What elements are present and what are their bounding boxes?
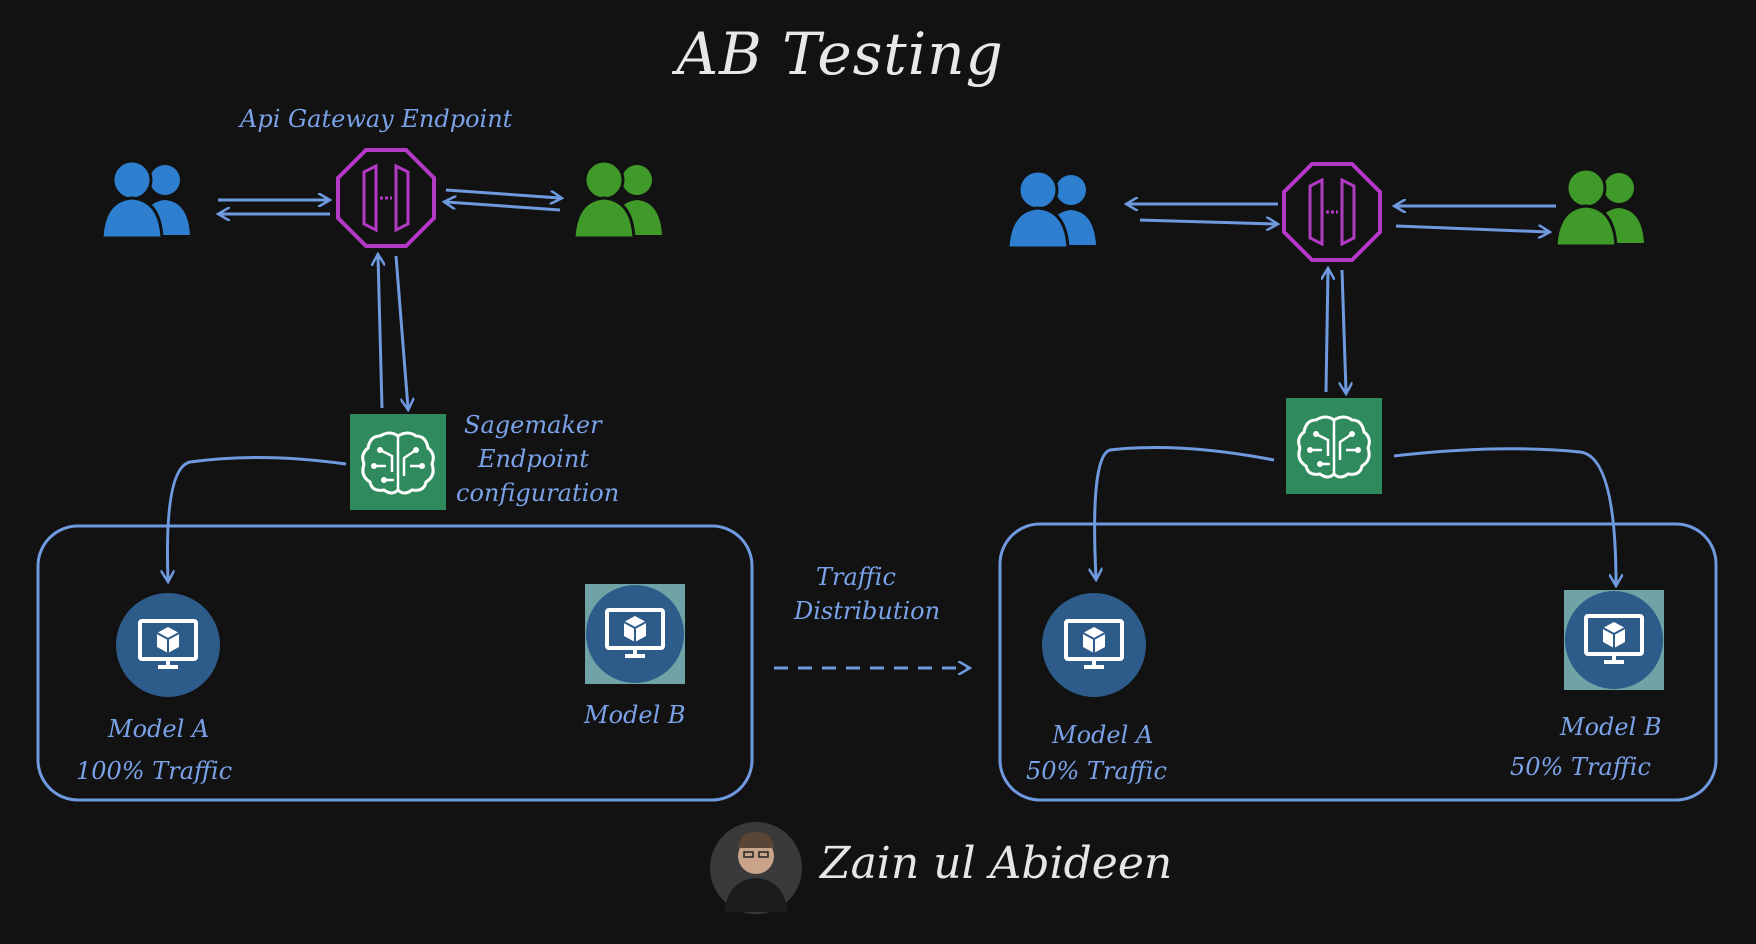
right-model-b-name: Model B <box>1560 713 1662 741</box>
route-arrow-model-a <box>1095 446 1275 578</box>
gateway-sagemaker-arrows-right <box>1326 270 1346 392</box>
request-arrows-right <box>1128 204 1556 232</box>
users-icon <box>1554 167 1646 248</box>
page-title: AB Testing <box>676 20 1004 88</box>
left-model-a-traffic: 100% Traffic <box>76 757 233 785</box>
left-models-container <box>36 524 754 802</box>
sagemaker-label-line1: Sagemaker <box>464 411 602 439</box>
route-arrow-model-a <box>167 455 347 580</box>
left-model-b-name: Model B <box>584 701 686 729</box>
sagemaker-icon <box>348 412 448 512</box>
right-panel <box>998 162 1718 802</box>
users-icon <box>1006 169 1098 250</box>
route-arrow-model-b <box>1393 447 1616 584</box>
traffic-label-line2: Distribution <box>794 597 941 625</box>
request-arrows-left <box>218 188 560 214</box>
api-gateway-icon <box>336 148 436 248</box>
author-name: Zain ul Abideen <box>820 838 1173 889</box>
traffic-label-line1: Traffic <box>816 563 896 591</box>
right-models-container <box>998 522 1718 802</box>
sagemaker-icon <box>1284 396 1384 496</box>
gateway-sagemaker-arrows-left <box>378 256 408 408</box>
right-model-a-name: Model A <box>1052 721 1154 749</box>
model-a-icon-left <box>116 593 220 697</box>
model-b-icon-right <box>1564 590 1664 690</box>
api-gateway-label: Api Gateway Endpoint <box>240 105 513 133</box>
sagemaker-label-line2: Endpoint <box>478 445 589 473</box>
api-gateway-icon <box>1282 162 1382 262</box>
sagemaker-label-line3: configuration <box>456 479 620 507</box>
users-icon <box>100 159 192 240</box>
model-a-icon-right <box>1042 593 1146 697</box>
avatar <box>710 822 802 914</box>
left-model-a-name: Model A <box>108 715 210 743</box>
right-model-a-traffic: 50% Traffic <box>1026 757 1167 785</box>
users-icon <box>572 159 664 240</box>
left-panel <box>36 148 754 802</box>
model-b-icon-left <box>585 584 685 684</box>
right-model-b-traffic: 50% Traffic <box>1510 753 1651 781</box>
